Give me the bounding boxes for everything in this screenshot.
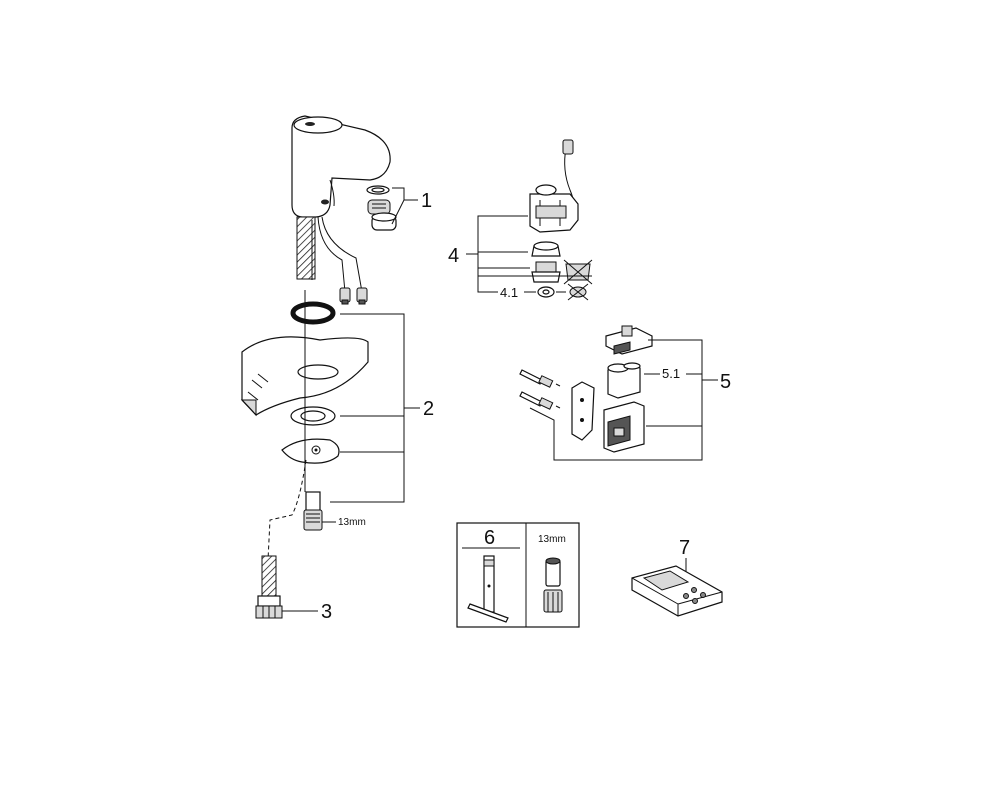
callout-4-leader	[466, 215, 592, 293]
washer-ring	[290, 406, 336, 426]
callout-1: 1	[421, 190, 432, 212]
valve-washer	[537, 286, 555, 298]
c-clip-plate	[281, 438, 340, 464]
aerator-parts	[366, 185, 397, 231]
battery-cap	[605, 325, 653, 355]
sensor-cables	[317, 216, 368, 305]
valve-fitting	[531, 261, 561, 283]
valve-body	[529, 139, 579, 233]
hose-lower	[255, 459, 307, 619]
socket-wrench	[543, 557, 563, 613]
battery-pack	[607, 362, 641, 399]
callout-3: 3	[321, 601, 332, 623]
battery-housing	[603, 401, 645, 453]
callout-4: 4	[448, 245, 459, 267]
crossed-out-fitting	[563, 259, 593, 285]
mounting-bracket	[571, 381, 595, 441]
callout-7: 7	[679, 537, 690, 559]
t-key-tool	[467, 555, 509, 623]
remote-control	[631, 565, 723, 617]
wrench-size-label-1: 13mm	[338, 517, 366, 528]
wrench-size-label-2: 13mm	[538, 534, 566, 545]
threaded-rod	[303, 491, 323, 531]
callout-4-1: 4.1	[500, 285, 518, 300]
callout-5-1: 5.1	[662, 366, 680, 381]
braided-hose-upper	[296, 216, 316, 280]
o-ring	[290, 301, 336, 325]
valve-nut	[531, 241, 561, 257]
callout-5: 5	[720, 371, 731, 393]
screws-and-dowels	[519, 369, 561, 410]
callout-1-leader	[391, 187, 418, 225]
callout-6: 6	[484, 527, 495, 549]
callout-5-leader	[529, 339, 718, 461]
callout-2: 2	[423, 398, 434, 420]
callout-2-leader	[330, 313, 420, 503]
crossed-out-washer	[567, 283, 589, 301]
